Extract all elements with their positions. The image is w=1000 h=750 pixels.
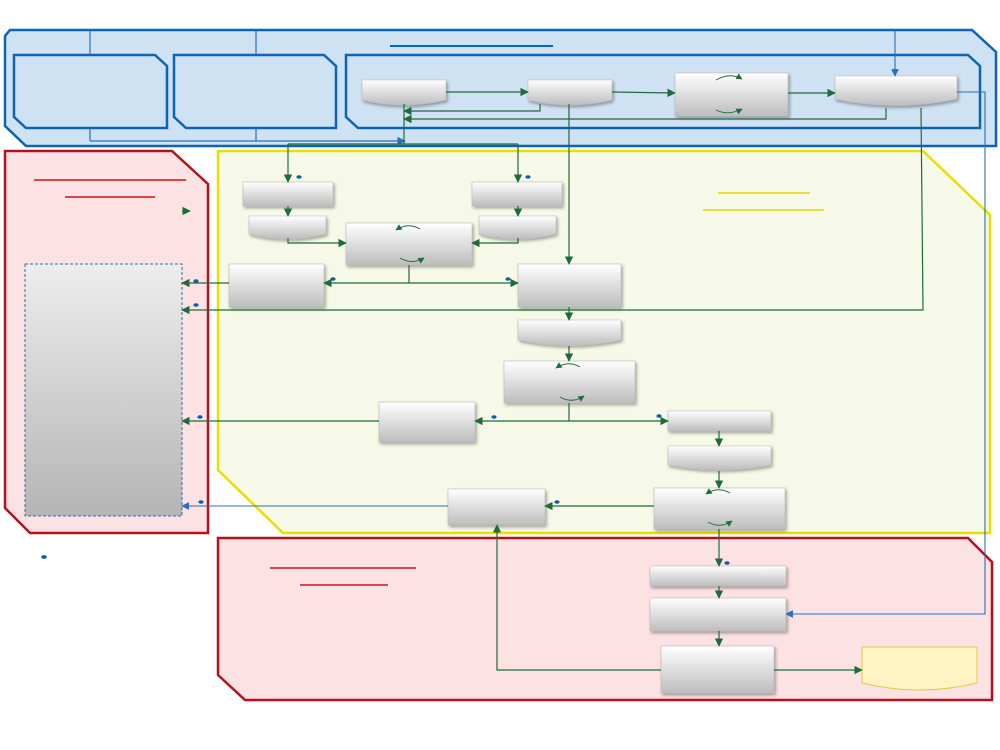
node-y1 (242, 181, 334, 207)
legend-marker-dot (41, 555, 47, 559)
node-b1 (361, 79, 447, 106)
node-y4 (478, 215, 557, 240)
node-b2 (527, 79, 613, 106)
node-y11 (667, 410, 772, 432)
node-b4 (834, 75, 958, 106)
red-left-list-panel (24, 263, 183, 517)
blue-top-tree (89, 30, 406, 146)
node-y12 (667, 445, 772, 471)
marker-dots (193, 175, 730, 565)
blue-panel-2 (172, 53, 338, 130)
node-b3 (674, 72, 789, 117)
node-y10 (378, 401, 476, 443)
blue-panel-3 (344, 53, 982, 130)
blue-panel-1 (12, 53, 169, 130)
node-r4-output (861, 646, 978, 691)
node-r2 (649, 597, 787, 632)
feedback-connectors (181, 30, 986, 618)
node-y9 (503, 360, 636, 404)
node-y5 (345, 222, 473, 266)
node-y3 (471, 181, 563, 207)
node-y13 (653, 487, 786, 530)
node-y2 (248, 215, 327, 240)
node-y8 (517, 319, 622, 346)
node-r1 (649, 565, 787, 587)
red-bottom-region (216, 536, 994, 702)
node-r3 (660, 645, 775, 694)
cycle-icons (395, 73, 743, 527)
node-y6 (228, 263, 325, 308)
node-y7 (517, 263, 622, 308)
flow-connectors (181, 87, 924, 675)
node-y14 (447, 488, 546, 526)
